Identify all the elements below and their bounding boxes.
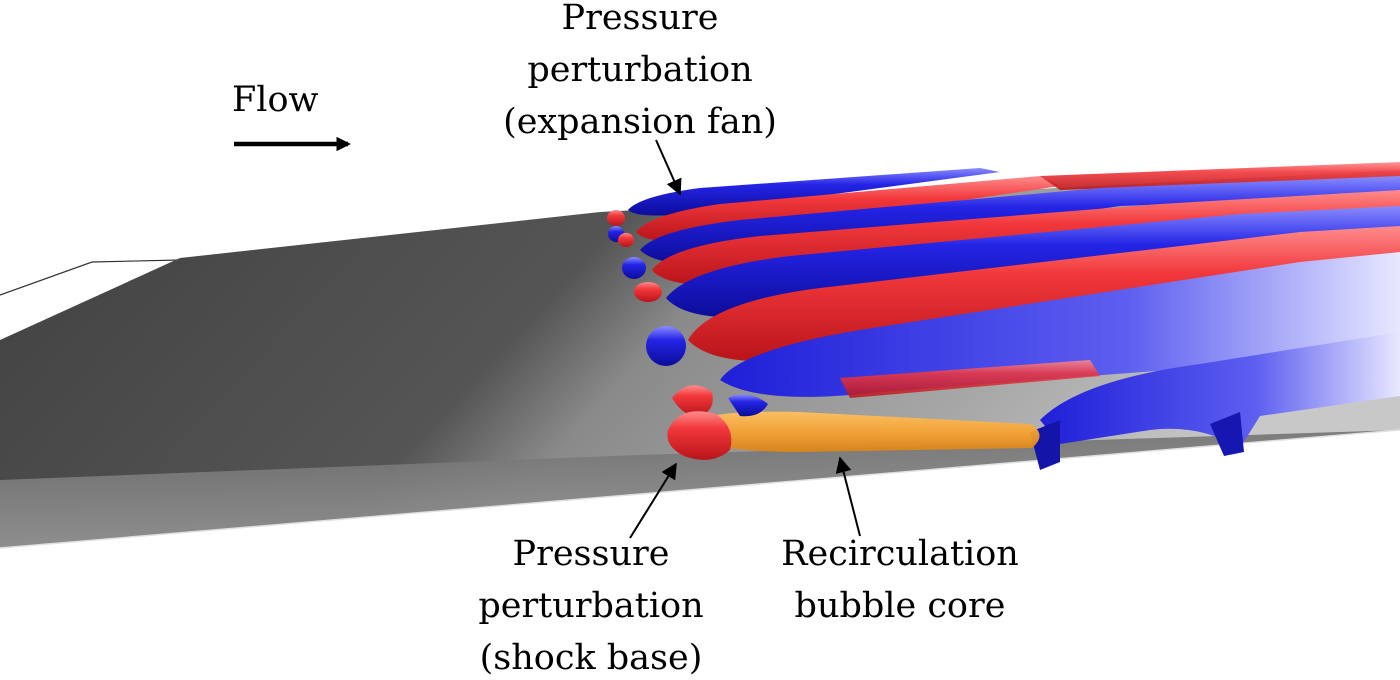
shock-base-lobes <box>667 385 768 460</box>
flow-label: Flow <box>232 74 319 126</box>
bubble-core-label-line1: Recirculation <box>781 534 1019 574</box>
expansion-fan-label-line3: (expansion fan) <box>503 102 777 142</box>
recirculation-bubble <box>698 411 1040 452</box>
bubble-core-label: Recirculation bubble core <box>760 528 1040 632</box>
shock-base-label-line3: (shock base) <box>479 638 703 678</box>
bubble-core-label-line2: bubble core <box>794 586 1006 626</box>
domain-outline <box>0 259 181 296</box>
shock-base-label-line1: Pressure <box>512 534 670 574</box>
flow-label-text: Flow <box>232 80 319 120</box>
shock-base-pointer <box>629 462 677 539</box>
expansion-fan-label: Pressure perturbation (expansion fan) <box>480 0 800 148</box>
wall-edge <box>0 429 1400 549</box>
upstream-lobes <box>607 210 686 366</box>
expansion-fan-pointer <box>655 139 682 196</box>
expansion-fan-label-line1: Pressure <box>561 0 719 38</box>
perturbation-tubes <box>628 162 1400 470</box>
shock-base-label-line2: perturbation <box>478 586 704 626</box>
bubble-core-pointer <box>835 456 861 537</box>
expansion-fan-label-line2: perturbation <box>527 50 753 90</box>
shock-base-label: Pressure perturbation (shock base) <box>456 528 726 680</box>
